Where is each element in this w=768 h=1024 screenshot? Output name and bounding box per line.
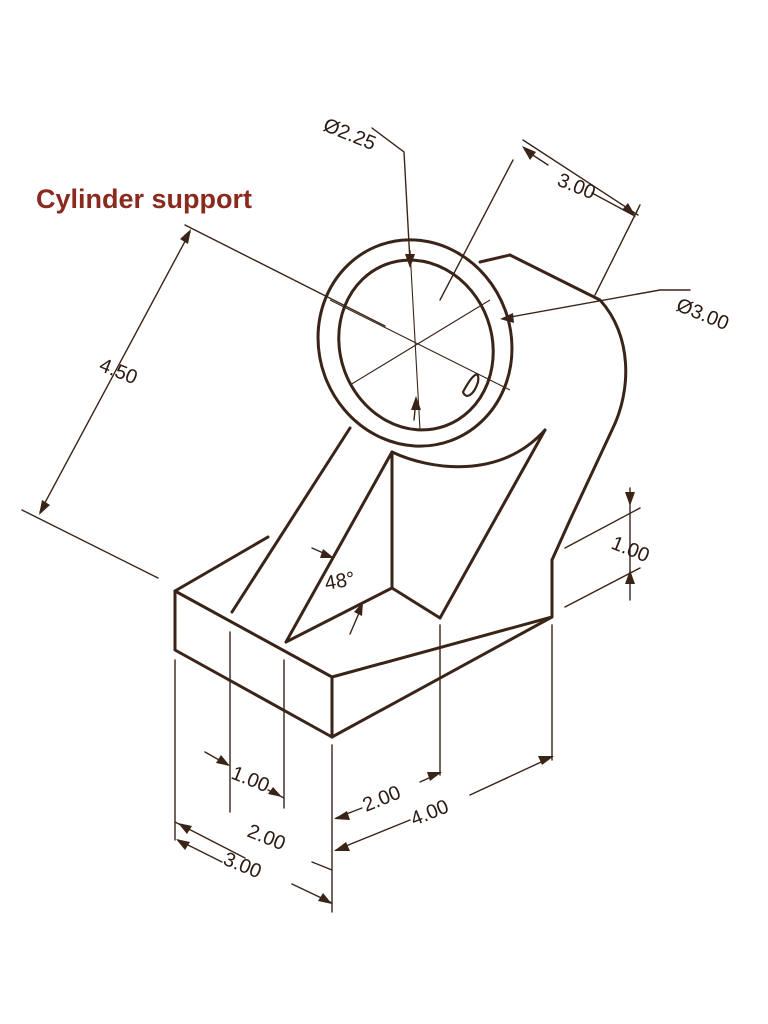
bore-back-edge bbox=[461, 373, 480, 397]
base-top-face bbox=[173, 535, 270, 593]
dim-outer-diameter: Ø3.00 bbox=[500, 289, 732, 335]
dim-base-depth: 3.00 bbox=[176, 839, 333, 904]
dim-label-base-depth: 3.00 bbox=[220, 848, 264, 883]
dim-slot-offset: 1.00 bbox=[204, 751, 285, 799]
dim-inner-diameter: Ø2.25 bbox=[320, 114, 421, 421]
dim-angle: 48° bbox=[311, 547, 363, 635]
pocket-floor bbox=[284, 586, 442, 644]
drawing-title: Cylinder support bbox=[36, 184, 252, 214]
dim-label-base-length: 4.00 bbox=[408, 796, 452, 831]
base-right-face bbox=[330, 558, 554, 739]
dim-label-slot-width: 2.00 bbox=[244, 820, 288, 855]
part-outline bbox=[173, 238, 628, 739]
dim-label-height: 4.50 bbox=[96, 354, 140, 389]
rear-upright bbox=[508, 253, 628, 562]
cylinder-bore bbox=[337, 258, 495, 432]
dim-label-angle: 48° bbox=[323, 568, 357, 595]
center-lines bbox=[329, 249, 511, 431]
arm-left-edge bbox=[230, 426, 352, 614]
cylinder-top-edge bbox=[478, 253, 512, 264]
arm-slot-left bbox=[284, 450, 394, 644]
dim-label-cylinder-length: 3.00 bbox=[554, 169, 598, 204]
dim-label-pocket-length: 2.00 bbox=[360, 782, 404, 817]
dim-height: 4.50 bbox=[21, 224, 386, 579]
cylinder-outer bbox=[316, 238, 514, 448]
base-front-face bbox=[173, 589, 334, 739]
dim-label-outer-diameter: Ø3.00 bbox=[673, 294, 732, 335]
arm-cylinder-blend bbox=[390, 428, 547, 469]
dim-cylinder-length: 3.00 bbox=[439, 139, 641, 301]
dim-label-slot-offset: 1.00 bbox=[228, 762, 272, 797]
arm-slot-right bbox=[438, 428, 547, 620]
dim-label-inner-diameter: Ø2.25 bbox=[320, 114, 379, 155]
extension-lines-bottom bbox=[174, 624, 553, 913]
